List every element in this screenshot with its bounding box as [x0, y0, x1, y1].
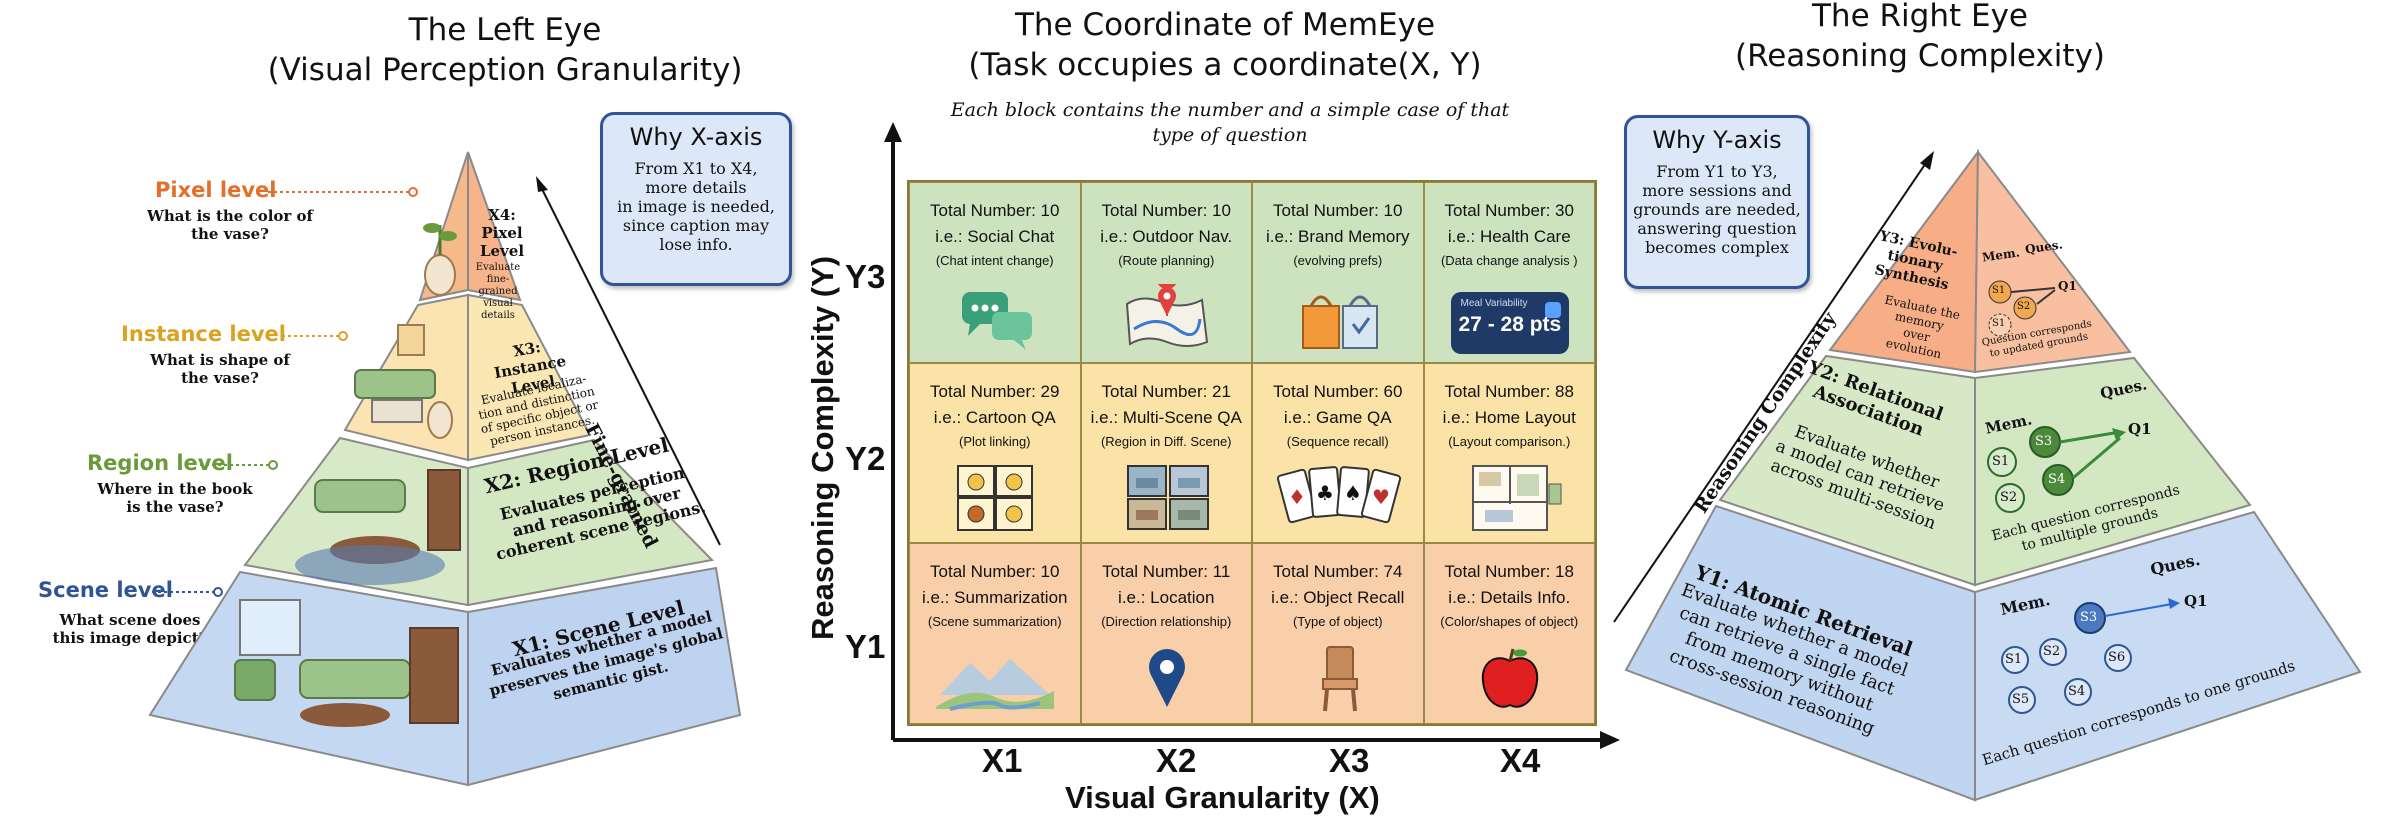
- cell-x3-y1: Total Number: 74 i.e.: Object Recall (Ty…: [1252, 543, 1424, 724]
- landscape-icon: [936, 659, 1054, 711]
- x4-label: X4: [1500, 742, 1541, 779]
- cell-x4-y1: Total Number: 18 i.e.: Details Info. (Co…: [1423, 543, 1595, 724]
- coordinate-grid: Total Number: 10 i.e.: Social Chat (Chat…: [907, 180, 1597, 726]
- region-level-question: Where in the book is the vase?: [97, 480, 253, 516]
- y3-session-graph: [1988, 280, 2056, 337]
- cell-x4-y3: Total Number: 30 i.e.: Health Care (Data…: [1423, 182, 1595, 363]
- x2-label: X2: [1156, 742, 1197, 779]
- pixel-level-label: Pixel level: [155, 178, 277, 202]
- health-widget-value: 27 - 28 pts: [1458, 312, 1562, 336]
- cell-x1-y3: Total Number: 10 i.e.: Social Chat (Chat…: [909, 182, 1081, 363]
- instance-level-label: Instance level: [121, 322, 286, 346]
- scene-level-label: Scene level: [38, 578, 173, 602]
- y3-session-3: S1: [1992, 318, 2006, 329]
- shopping-bags-icon: [1302, 295, 1378, 349]
- chair-icon: [1322, 646, 1358, 712]
- y1-session-6: S6: [2108, 650, 2126, 665]
- comic-panels-icon: [957, 465, 1033, 532]
- x4-tier-title: X4: Pixel Level: [479, 206, 525, 260]
- health-widget-label: Meal Variability: [1460, 297, 1528, 309]
- y2-session-2: S2: [2000, 490, 2018, 505]
- scene-level-question: What scene does this image depict?: [52, 611, 208, 647]
- x1-label: X1: [982, 742, 1023, 779]
- y2-q1-label: Q1: [2128, 420, 2152, 438]
- map-pin-icon: [1125, 283, 1208, 347]
- why-y-axis-box: Why Y-axis From Y1 to Y3, more sessions …: [1624, 115, 1810, 289]
- y2-session-graph: [1987, 426, 2126, 513]
- cell-x3-y3: Total Number: 10 i.e.: Brand Memory (evo…: [1252, 182, 1424, 363]
- x-axis-title: Visual Granularity (X): [1065, 780, 1380, 815]
- center-subtitle: Each block contains the number and a sim…: [950, 99, 1510, 146]
- y1-q1-label: Q1: [2184, 592, 2208, 610]
- y1-session-5: S5: [2012, 692, 2030, 707]
- x4-tier-desc: Evaluate fine-grained visual details: [475, 262, 521, 321]
- x-axis-arrowhead: [1600, 731, 1620, 749]
- y3-label: Y3: [845, 258, 886, 295]
- cell-x1-y1: Total Number: 10 i.e.: Summarization (Sc…: [909, 543, 1081, 724]
- y1-session-3: S3: [2080, 610, 2098, 625]
- x3-label: X3: [1329, 742, 1370, 779]
- y3-q1-label: Q1: [2058, 279, 2077, 293]
- sofa-illustration-instance: [354, 324, 453, 439]
- svg-text:♣: ♣: [1316, 481, 1334, 505]
- y2-session-4: S4: [2048, 472, 2066, 487]
- cell-x3-y2: Total Number: 60 i.e.: Game QA (Sequence…: [1252, 362, 1424, 544]
- cell-x2-y1: Total Number: 11 i.e.: Location (Directi…: [1080, 543, 1252, 724]
- vase-illustration: [423, 223, 457, 296]
- y3-session-1: S1: [1992, 285, 2006, 296]
- location-pin-icon: [1148, 649, 1185, 707]
- cell-x4-y2: Total Number: 88 i.e.: Home Layout (Layo…: [1423, 362, 1595, 544]
- living-room-illustration-scene: [234, 599, 459, 727]
- health-widget-icon: Meal Variability 27 - 28 pts: [1450, 291, 1569, 354]
- y1-session-4: S4: [2068, 684, 2086, 699]
- left-title: The Left Eye (Visual Perception Granular…: [267, 12, 743, 88]
- right-title: The Right Eye (Reasoning Complexity): [1734, 0, 2106, 74]
- playing-cards-icon: ♦ ♣ ♠ ♥: [1276, 466, 1402, 524]
- apple-icon: [1481, 648, 1538, 708]
- cell-x1-y2: Total Number: 29 i.e.: Cartoon QA (Plot …: [909, 362, 1081, 544]
- scene-tiles-icon: [1126, 465, 1209, 531]
- pixel-level-question: What is the color of the vase?: [146, 207, 313, 243]
- why-x-axis-box: Why X-axis From X1 to X4, more details i…: [600, 112, 792, 286]
- y2-session-1: S1: [1992, 454, 2010, 469]
- y2-label: Y2: [845, 440, 886, 477]
- y1-session-1: S1: [2005, 652, 2023, 667]
- y3-session-2: S2: [2017, 301, 2031, 312]
- y1-label: Y1: [845, 628, 886, 665]
- svg-text:♥: ♥: [1372, 485, 1390, 509]
- y1-session-2: S2: [2043, 644, 2061, 659]
- cell-x2-y3: Total Number: 10 i.e.: Outdoor Nav. (Rou…: [1080, 182, 1252, 363]
- floor-plan-icon: [1471, 465, 1561, 532]
- region-level-label: Region level: [87, 451, 233, 475]
- cell-x2-y2: Total Number: 21 i.e.: Multi-Scene QA (R…: [1080, 362, 1252, 544]
- y1-session-graph: [2001, 598, 2180, 714]
- chat-bubbles-icon: [962, 291, 1032, 350]
- svg-text:♦: ♦: [1288, 485, 1306, 509]
- svg-text:♠: ♠: [1344, 481, 1362, 505]
- living-room-illustration-region: [295, 469, 461, 585]
- instance-level-question: What is shape of the vase?: [150, 351, 290, 387]
- y-axis-arrowhead: [884, 122, 902, 142]
- y2-session-3: S3: [2035, 434, 2053, 449]
- center-title: The Coordinate of MemEye (Task occupies …: [968, 7, 1482, 83]
